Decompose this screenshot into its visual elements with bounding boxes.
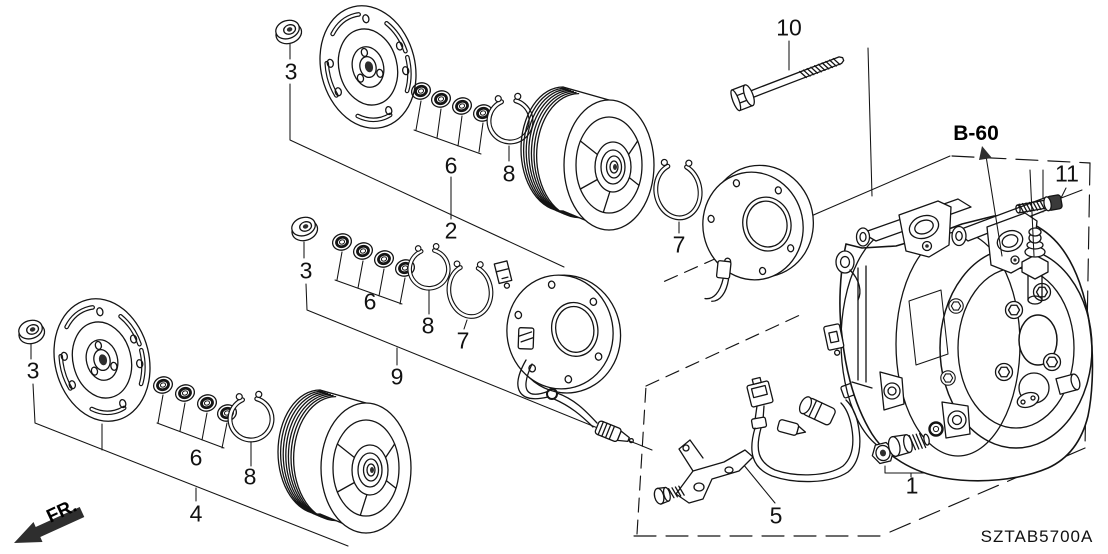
bracket-bolt [653,485,685,505]
harness-clip [493,260,513,289]
thermal-sensor-wire [517,359,634,444]
part-callout-9-11: 9 [390,363,404,390]
part-callout-2-3: 2 [444,217,458,244]
relief-valve-set [871,421,944,465]
field-coil [702,164,815,302]
part-callout-6-8: 6 [363,288,377,315]
part-callout-8-2: 8 [502,160,516,187]
b60-reference-label: B-60 [953,122,999,145]
port-fitting [1021,227,1049,305]
part-callout-6-1: 6 [444,152,458,179]
fitting-leader [1029,169,1035,257]
pulley [520,86,655,231]
part-callout-8-9: 8 [421,312,435,339]
part-callout-1-17: 1 [905,472,919,499]
sealing-bolt [1015,194,1063,214]
mount-bracket-stay [653,439,754,505]
shaft-nut [271,16,305,48]
part-callout-4-15: 4 [189,500,203,527]
clutch-set-middle [287,213,634,444]
part-callout-7-10: 7 [456,327,470,354]
diagram-code: SZTAB5700A [980,527,1094,546]
field-coil-thermal [506,274,622,394]
clutch-plate [307,0,428,139]
fr-direction-arrow-icon [14,507,85,543]
part-callout-6-13: 6 [189,444,203,471]
part-callout-10-5: 10 [776,14,802,41]
part-callout-3-0: 3 [284,58,298,85]
compressor-body [823,196,1094,482]
part-callout-7-4: 7 [672,231,686,258]
b60-arrow-icon [979,146,1003,257]
part-callout-3-12: 3 [26,357,40,384]
leader-lines [30,40,1083,547]
wire-harness [746,376,861,483]
part-callout-11-6: 11 [1055,160,1079,187]
clutch-set-top [271,0,815,302]
body-clip [823,323,845,356]
part-callout-3-7: 3 [299,257,313,284]
part-callout-5-16: 5 [769,502,783,529]
snap-ring-b [650,154,704,221]
mount-bolt-long [730,56,845,112]
clutch-set-bottom [14,288,412,534]
part-callout-8-14: 8 [243,463,257,490]
